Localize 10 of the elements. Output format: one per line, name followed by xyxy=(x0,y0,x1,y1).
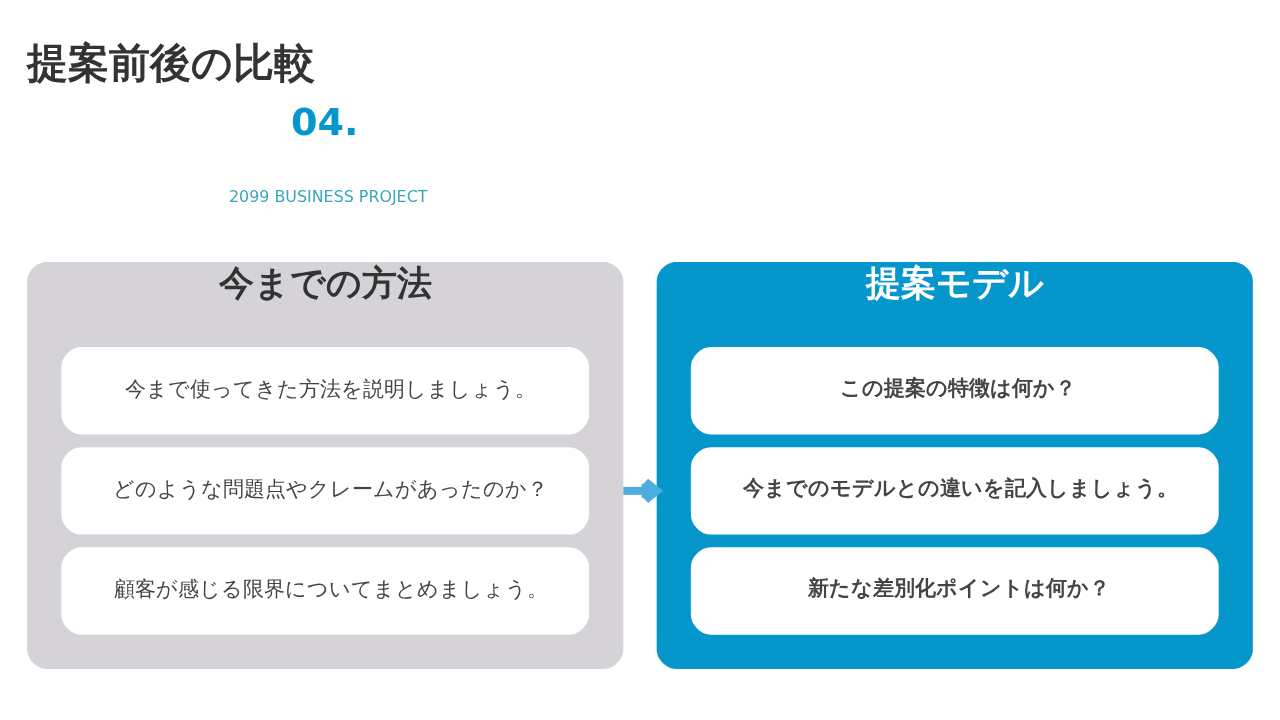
node-box: どのような問題点やクレームがあったのか？ xyxy=(61,446,590,535)
node-box: この提案の特徴は何か？ xyxy=(690,346,1219,434)
node-box: 顧客が感じる限界についてまとめましょう。 xyxy=(61,546,590,635)
label: 04. xyxy=(291,99,359,144)
node-box: 今まで使ってきた方法を説明しましょう。 xyxy=(61,346,590,434)
label: 2099 BUSINESS PROJECT xyxy=(229,186,428,206)
arrow xyxy=(623,477,661,504)
node-box: 新たな差別化ポイントは何か？ xyxy=(690,546,1219,635)
diagram-title: 提案前後の比較 xyxy=(27,38,316,87)
node-box: 今までのモデルとの違いを記入しましょう。 xyxy=(690,446,1219,535)
